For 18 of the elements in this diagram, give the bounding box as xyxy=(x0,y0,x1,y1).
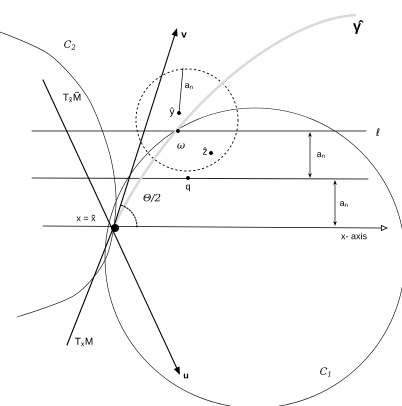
math-label: T$_{x̃}$M̃ xyxy=(63,92,80,102)
math-label: a$_{n}$ xyxy=(184,83,193,89)
math-label: ŷ xyxy=(170,107,174,117)
math-label: Θ/2 xyxy=(144,194,160,202)
math-label: ℓ xyxy=(376,128,380,136)
math-label: ẑ xyxy=(202,147,207,155)
math-label: ω xyxy=(177,143,185,149)
math-label: a$_{n}$ xyxy=(340,201,348,207)
math-label: v xyxy=(181,32,187,38)
math-label: q xyxy=(186,184,190,192)
math-label: γ̂ xyxy=(353,20,364,34)
math-label: x- axis xyxy=(341,232,367,240)
math-label: C$_{1}$ xyxy=(320,367,330,377)
math-label: x = x̃ xyxy=(76,214,96,222)
math-label: a$_{n}$ xyxy=(316,152,325,158)
math-label: C$_{2}$ xyxy=(64,40,76,50)
math-label: T$_{x}$M xyxy=(75,338,92,346)
math-label: u xyxy=(184,374,188,378)
